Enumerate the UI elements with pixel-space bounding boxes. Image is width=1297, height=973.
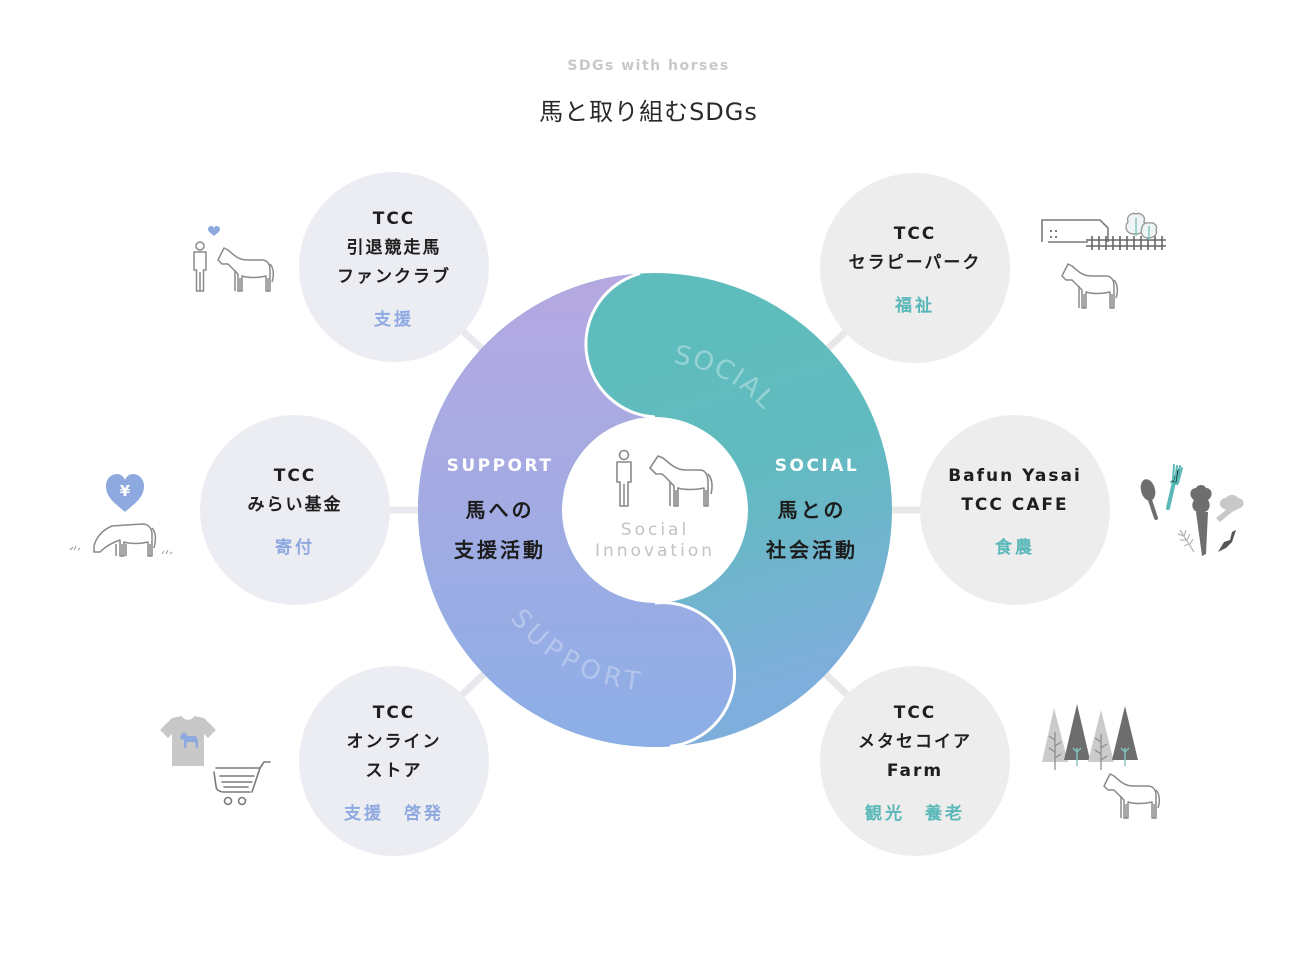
node-title-line: TCC	[893, 224, 937, 244]
node-title-line: みらい基金	[247, 495, 343, 515]
support-segment	[418, 273, 735, 747]
social-heading-line1: 馬との	[777, 498, 847, 522]
node-cafe: Bafun Yasai TCC CAFE 食農	[920, 415, 1110, 605]
fence-icon	[1086, 236, 1166, 250]
spoon-icon	[1140, 479, 1158, 520]
divider-curve	[584, 272, 656, 419]
node-title-line: 引退競走馬	[346, 237, 442, 258]
node-mirai-fund: TCC みらい基金 寄付	[200, 415, 390, 605]
node-category-tag: 観光 養老	[865, 803, 965, 824]
horse-print-icon	[180, 732, 198, 748]
cart-icon	[213, 761, 271, 806]
farm-fence-horse-icon	[1041, 212, 1166, 309]
grazing-horse-icon	[93, 523, 157, 557]
tree-icon	[1125, 212, 1158, 240]
leaf-icon	[1218, 530, 1236, 552]
node-category-tag: 支援 啓発	[344, 803, 444, 824]
person-and-horse-icon	[616, 449, 713, 507]
forest-icon	[1042, 704, 1138, 770]
node-title-line: Bafun Yasai	[948, 466, 1082, 486]
node-category-tag: 支援	[374, 309, 414, 330]
node-category-tag: 福祉	[895, 296, 935, 316]
page-title: 馬と取り組むSDGs	[539, 98, 758, 126]
support-heading-line1: 馬への	[465, 498, 535, 522]
hub-circle	[562, 417, 748, 603]
cutlery-vegetables-icon	[1140, 464, 1244, 556]
node-title-line: TCC	[372, 208, 416, 229]
grass-icon	[69, 545, 173, 555]
node-title-line: Farm	[886, 760, 944, 781]
node-title-line: オンライン	[346, 731, 442, 752]
hub-text-line2: Innovation	[594, 541, 715, 561]
node-metasequoia-farm: TCC メタセコイア Farm 観光 養老	[820, 666, 1010, 856]
node-title-line: TCC	[372, 702, 416, 723]
fork-icon	[1166, 464, 1183, 510]
broccoli-icon	[1216, 495, 1244, 522]
herb-icon	[1177, 529, 1195, 553]
node-title-line: セラピーパーク	[848, 253, 982, 273]
horse-icon	[1061, 263, 1119, 309]
node-title-line: TCC	[893, 702, 937, 723]
node-title-line: メタセコイア	[858, 731, 972, 752]
person-heart-horse-icon	[193, 226, 275, 292]
node-title-line: ファンクラブ	[337, 266, 451, 287]
node-category-tag: 食農	[995, 538, 1035, 558]
yen-heart-icon	[106, 474, 144, 512]
support-label: SUPPORT	[446, 456, 554, 476]
yen-symbol: ¥	[120, 482, 131, 500]
social-heading-line2: 社会活動	[766, 538, 858, 562]
heart-icon	[208, 226, 220, 236]
tshirt-cart-icon	[160, 716, 271, 806]
node-online-store: TCC オンライン ストア 支援 啓発	[299, 666, 489, 856]
horse-icon	[1103, 773, 1161, 819]
node-title-line: TCC CAFE	[961, 495, 1069, 515]
window-dots	[1050, 230, 1057, 238]
trees-horse-icon	[1042, 704, 1161, 819]
node-title-line: ストア	[365, 760, 423, 781]
carrot-icon	[1190, 485, 1212, 556]
node-title-line: TCC	[273, 466, 317, 486]
building-icon	[1041, 219, 1109, 243]
divider-curve	[654, 601, 737, 748]
support-heading-line2: 支援活動	[454, 538, 546, 562]
eyebrow-subtitle: SDGs with horses	[567, 58, 730, 74]
node-category-tag: 寄付	[275, 538, 315, 558]
hub-text-line1: Social	[620, 520, 690, 540]
social-label: SOCIAL	[774, 456, 860, 476]
yen-heart-grazing-horse-icon: ¥	[69, 474, 173, 557]
node-fan-club: TCC 引退競走馬 ファンクラブ 支援	[299, 172, 489, 362]
node-therapy-park: TCC セラピーパーク 福祉	[820, 173, 1010, 363]
